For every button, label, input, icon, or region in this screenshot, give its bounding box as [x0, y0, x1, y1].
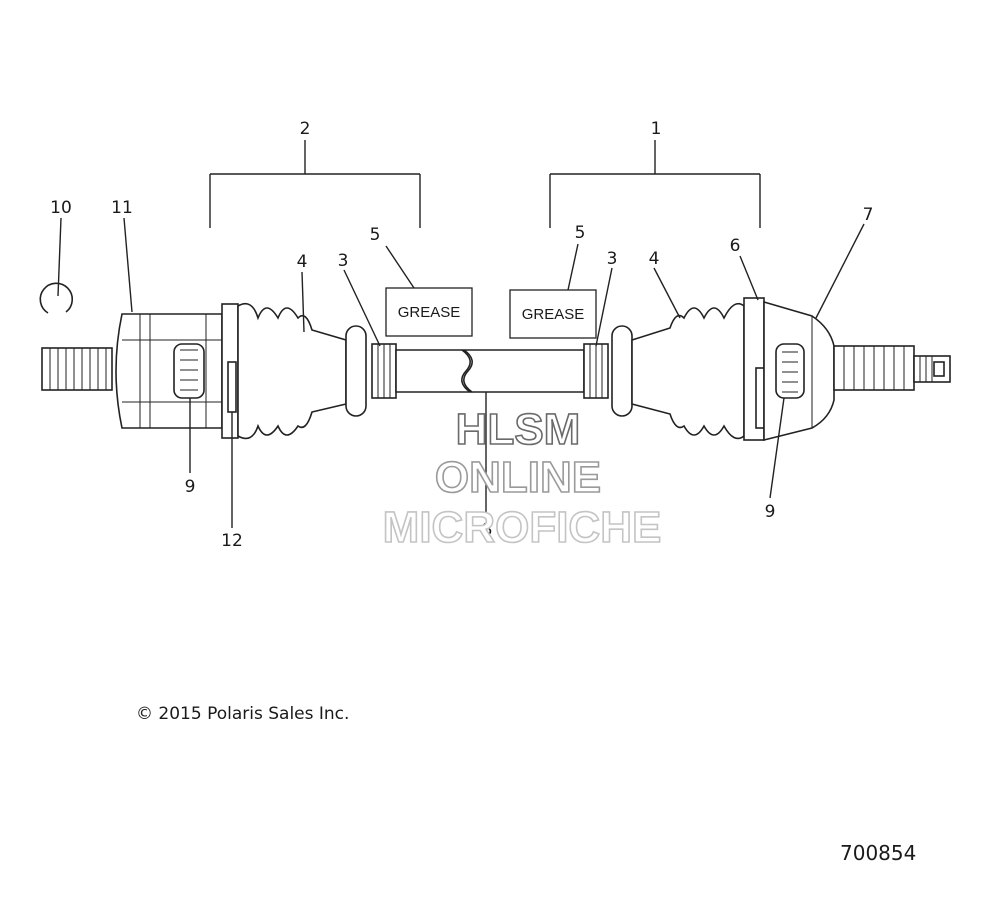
callout-4-right: 4	[649, 249, 660, 269]
callout-1: 1	[651, 119, 662, 139]
watermark-line-2: ONLINE	[435, 453, 601, 502]
callout-8: 8	[482, 520, 493, 540]
grease-text-right: GREASE	[522, 306, 585, 323]
bracket-assembly-2	[209, 140, 421, 228]
left-bearing-cage	[173, 343, 205, 399]
callout-4-left: 4	[297, 252, 308, 272]
callout-3-left: 3	[338, 251, 349, 271]
axle-shaft	[395, 349, 585, 393]
leader-lines	[57, 217, 865, 528]
callout-3-right: 3	[607, 249, 618, 269]
grease-label-left: GREASE	[385, 287, 473, 337]
right-spline-stub	[833, 345, 951, 391]
bracket-assembly-1	[549, 140, 761, 228]
callout-11: 11	[111, 198, 133, 218]
callout-9-left: 9	[185, 477, 196, 497]
callout-10: 10	[50, 198, 72, 218]
left-small-clamp	[371, 343, 397, 399]
left-spline-stub	[41, 347, 113, 391]
callout-9-right: 9	[765, 502, 776, 522]
inner-cv-housing	[115, 313, 223, 429]
callout-7: 7	[863, 205, 874, 225]
watermark-line-3: MICROFICHE	[383, 503, 662, 552]
retaining-ring	[39, 282, 73, 314]
callout-2: 2	[300, 119, 311, 139]
watermark: HLSM ONLINE MICROFICHE	[382, 404, 662, 553]
callout-5-left: 5	[370, 225, 381, 245]
callout-6: 6	[730, 236, 741, 256]
left-clamp-band	[221, 303, 239, 439]
callout-12: 12	[221, 531, 243, 551]
grease-text-left: GREASE	[398, 304, 461, 321]
left-boot-collar	[345, 325, 367, 417]
callout-5-right: 5	[575, 223, 586, 243]
right-clamp-band	[743, 297, 765, 441]
left-cv-boot	[237, 302, 347, 440]
right-small-clamp	[583, 343, 609, 399]
right-bearing-cage	[775, 343, 805, 399]
right-boot-collar	[611, 325, 633, 417]
right-cv-boot	[631, 302, 745, 440]
grease-label-right: GREASE	[509, 289, 597, 339]
copyright-notice: © 2015 Polaris Sales Inc.	[136, 704, 350, 724]
watermark-line-1: HLSM	[456, 405, 581, 454]
diagram-number: 700854	[840, 841, 917, 865]
